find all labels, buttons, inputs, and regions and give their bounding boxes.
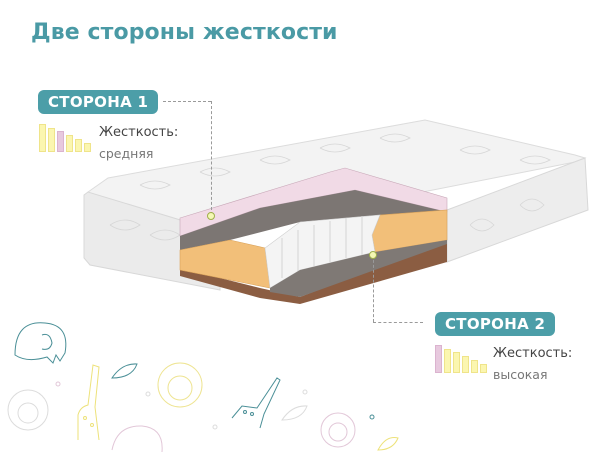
coir-top-layer [180,190,447,250]
lion-doodle [320,412,356,448]
side1-badge: СТОРОНА 1 [38,90,159,114]
stiffness-bar [84,143,91,152]
side2-badge: СТОРОНА 2 [435,312,556,336]
callout-line-side2-horizontal [373,322,423,323]
stiffness-bar [48,128,55,152]
stiffness-bar-active [435,345,442,373]
stiffness-bar [462,356,469,373]
callout-dot-side1 [207,212,215,220]
stiffness-bar [39,124,46,152]
callout-line-side1-horizontal [163,101,211,102]
lion-doodle [157,362,203,408]
mattress-cutaway-illustration [83,119,589,304]
stiffness-value: средняя [99,146,154,161]
callout-dot-side2 [369,251,377,259]
giraffe-doodle [77,364,100,441]
stiffness-bar [444,349,451,373]
stiffness-value: высокая [493,367,548,382]
stiffness-text-side1: Жесткость: средняя [99,125,178,161]
stiffness-bar [75,139,82,152]
stiffness-bar-active [57,131,64,152]
leaf-doodle [111,363,138,379]
stiffness-label: Жесткость: [493,346,573,361]
kids-doodle-decoration [7,322,399,453]
stiffness-scale-side2 [435,345,487,373]
stiffness-bar [480,364,487,373]
page-title: Две стороны жесткости [31,20,338,45]
stiffness-text-side2: Жесткость: высокая [493,346,572,382]
stiffness-bar [471,360,478,373]
lion-doodle [7,389,49,431]
stiffness-bar [66,135,73,152]
stiffness-scale-side1 [39,124,91,152]
callout-line-side1-vertical [211,101,212,215]
pocket-springs [264,214,381,289]
coir-base-layer [180,240,447,304]
elephant-doodle [111,425,163,453]
giraffe-doodle [231,377,281,429]
callout-line-side2-vertical [373,255,374,322]
leaf-doodle [281,405,308,421]
leaf-doodle [377,437,399,451]
stiffness-label: Жесткость: [99,125,179,140]
stiffness-bar [453,352,460,373]
coir-bottom-layer [270,240,447,297]
elephant-doodle [14,322,67,364]
